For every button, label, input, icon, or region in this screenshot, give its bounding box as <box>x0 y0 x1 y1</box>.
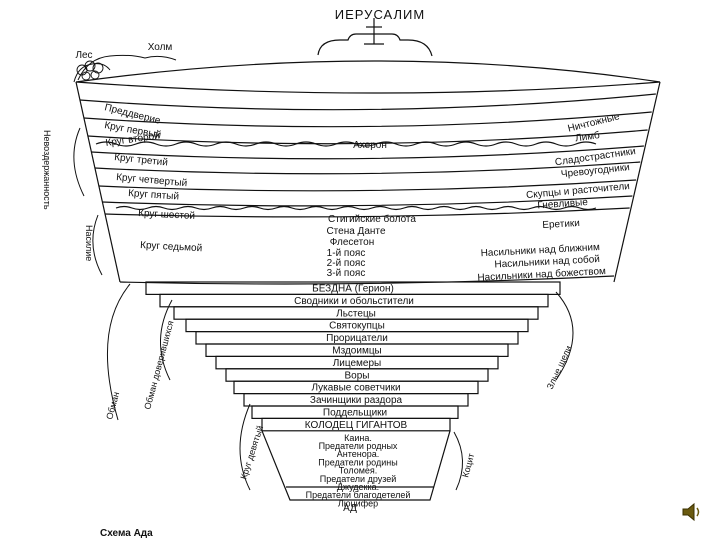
label-hill: Холм <box>148 42 173 53</box>
band-label-circle-6: Круг шестой <box>138 208 195 222</box>
cocytus-well <box>261 430 451 501</box>
circle-boundary <box>105 207 630 218</box>
malebolge-label: КОЛОДЕЦ ГИГАНТОВ <box>305 420 408 431</box>
circle-boundary <box>91 145 644 160</box>
side-brackets <box>73 127 574 491</box>
malebolge-label: БЕЗДНА (Герион) <box>312 284 394 295</box>
right-label-wrathful: Гневливые <box>537 197 589 212</box>
river-styx <box>115 205 597 211</box>
malebolge-label: Воры <box>345 370 370 381</box>
malebolge-label: Прорицатели <box>326 333 388 344</box>
band-label-circle-2: Круг второй <box>105 130 161 148</box>
right-label-violent-self: Насильники над собой <box>494 253 600 271</box>
band-label-circle-5: Круг пятый <box>128 188 180 203</box>
label-phlegethon: Флесетон <box>330 237 374 248</box>
right-label-limbo: Лимб <box>574 129 600 144</box>
band-label-circle-7: Круг седьмой <box>140 240 203 254</box>
cocytus-label: Люцифер <box>338 498 378 508</box>
circle-boundary <box>102 195 633 207</box>
label-forest: Лес <box>75 50 92 61</box>
cocytus-label: Антенора. <box>337 449 380 459</box>
cocytus-labels: Каина.Предатели родныхАнтенора.Предатели… <box>306 433 411 509</box>
label-dis: Стена Дантe <box>326 226 386 237</box>
circle-boundary <box>98 179 637 192</box>
forest-icon <box>76 60 104 81</box>
funnel-right-edge <box>613 81 661 283</box>
funnel-outline <box>75 60 661 501</box>
cocytus-label: Предатели родины <box>318 457 397 467</box>
malebolge-ditch <box>261 417 451 432</box>
side-label-violence: Насилие <box>84 225 94 261</box>
band-label-circle-3: Круг третий <box>114 152 169 169</box>
side-label-incontinence: Невоздержанность <box>42 130 52 210</box>
circle-boundary <box>94 161 641 175</box>
malebolge-label: Льстецы <box>336 308 376 319</box>
circle-boundary <box>79 93 656 111</box>
circle-boundary <box>87 129 648 145</box>
malebolge-label: Поддельщики <box>323 408 387 419</box>
right-label-heretics: Еретики <box>542 218 580 231</box>
malebolge-label: Зачинщики раздора <box>310 395 403 406</box>
malebolge-label: Сводники и обольстители <box>294 295 414 307</box>
funnel-rim <box>75 60 661 94</box>
malebolge-label: Святокупцы <box>329 321 385 332</box>
cocytus-label: Предатели родных <box>319 441 398 451</box>
label-hell-bottom: АД <box>343 503 357 514</box>
speaker-icon[interactable] <box>680 500 704 524</box>
side-label-circle-ninth: Круг девятый <box>238 424 265 480</box>
jerusalem-icon <box>317 18 433 57</box>
circle-boundary <box>119 275 615 285</box>
side-label-fraud: Обман <box>104 391 121 421</box>
cocytus-label: Джудекка. <box>337 482 379 492</box>
diagram-title: ИЕРУСАЛИМ <box>335 7 425 22</box>
cocytus-label: Предатели благодетелей <box>306 490 411 500</box>
hill-icon <box>73 54 177 83</box>
malebolge-label: Лицемеры <box>333 358 382 369</box>
label-styx: Стигийские болота <box>328 213 416 225</box>
malebolge-labels: БЕЗДНА (Герион)Сводники и обольстителиЛь… <box>294 284 414 431</box>
circle-boundary <box>83 111 652 128</box>
side-label-evil-pits: Злые щели <box>545 344 574 391</box>
cocytus-label: Предатели друзей <box>320 474 397 484</box>
label-belt-2: 2-й пояс <box>327 258 366 269</box>
label-belt-1: 1-й пояс <box>327 248 366 259</box>
funnel-left-edge <box>75 81 121 283</box>
label-acheron: Ахерон <box>353 140 387 151</box>
cocytus-label: Каина. <box>344 433 372 443</box>
malebolge-label: Мздоимцы <box>332 346 381 357</box>
river-acheron <box>95 141 597 147</box>
malebolge-label: Лукавые советчики <box>311 383 400 394</box>
caption: Схема Ада <box>100 528 153 539</box>
cocytus-label: Толомея. <box>339 466 378 476</box>
side-label-fraud-trusting: Обман доверившихся <box>142 320 175 411</box>
label-belt-3: 3-й пояс <box>327 268 366 279</box>
